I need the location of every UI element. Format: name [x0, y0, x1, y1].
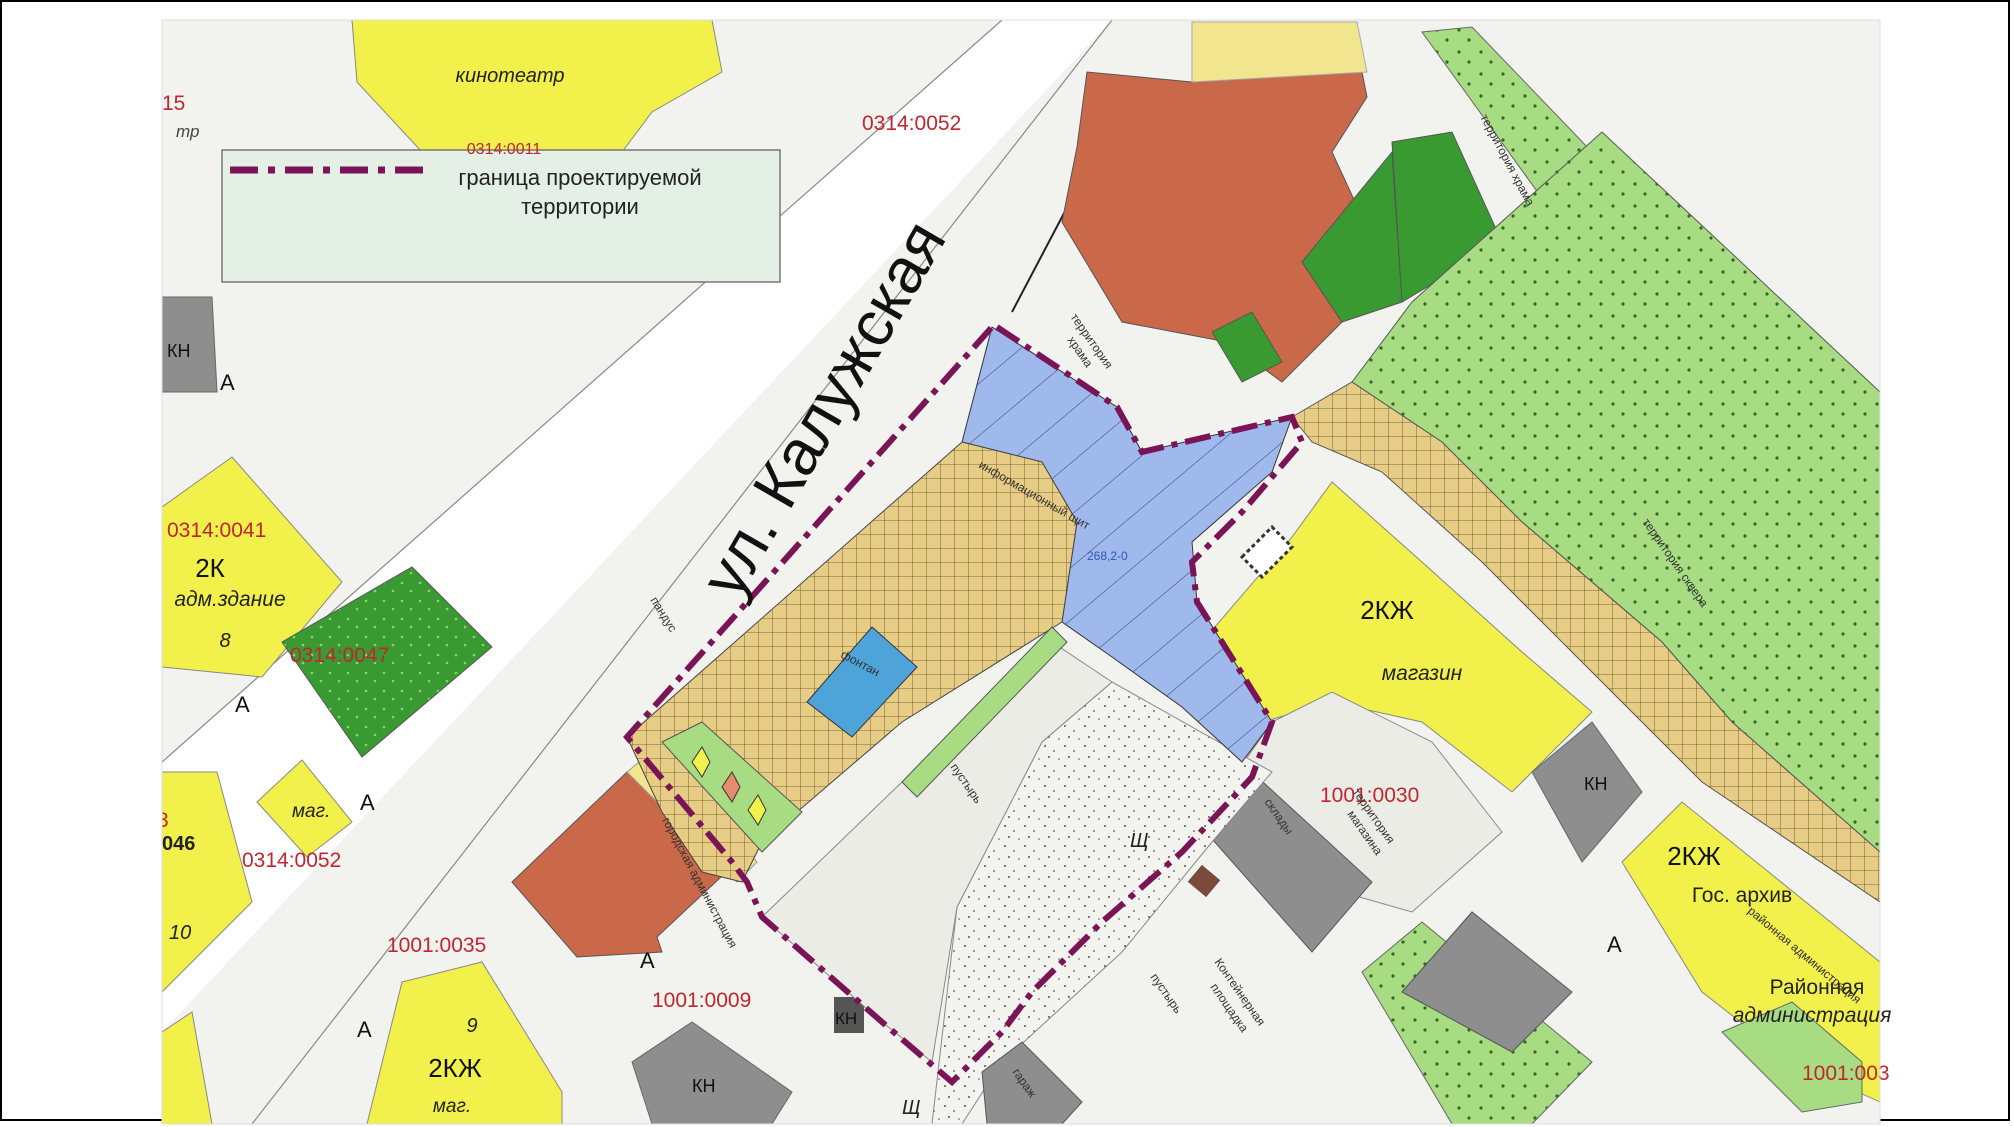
district-admin-line1: Районная — [1770, 976, 1865, 999]
cadastral-3: 3 — [157, 809, 169, 832]
cinema-cadastral: 0314:0011 — [467, 141, 542, 158]
cadastral-1001-0009: 1001:0009 — [652, 989, 751, 1012]
cinema-label: кинотеатр — [456, 65, 565, 87]
level-mark: 268,2-0 — [1087, 549, 1128, 563]
cinema-building — [351, 20, 723, 153]
kn-label-4: КН — [692, 1076, 715, 1096]
a-label-5: А — [357, 1017, 372, 1042]
legend-box — [221, 149, 781, 283]
mag-number: 9 — [466, 1015, 477, 1037]
cadastral-1001-0035: 1001:0035 — [387, 934, 486, 957]
district-admin-line2: администрация — [1733, 1004, 1892, 1027]
legend-label-line2: территории — [521, 194, 639, 219]
mag-small-building — [256, 759, 353, 858]
adm-floors: 2К — [195, 553, 225, 583]
kn-building-bottom — [631, 1021, 793, 1124]
number-10: 10 — [169, 922, 191, 944]
cadastral-046: 046 — [162, 833, 195, 855]
archive-floors: 2КЖ — [1667, 841, 1721, 871]
garage-building — [981, 1041, 1083, 1124]
a-label-1: А — [220, 370, 235, 395]
kn-building-left — [162, 296, 218, 393]
green-plot-0314-0047 — [281, 566, 493, 758]
archive-name: Гос. архив — [1692, 884, 1792, 907]
adm-building — [162, 456, 343, 678]
building-046 — [162, 771, 253, 993]
adm-number: 8 — [219, 630, 230, 652]
mag-small-label: маг. — [292, 801, 330, 822]
kiosk-building — [1401, 911, 1573, 1053]
cadastral-0314-0041: 0314:0041 — [167, 519, 266, 542]
mag-building-9 — [366, 961, 563, 1124]
cadastral-15: 15 — [162, 92, 185, 115]
shch-label-2: Щ — [902, 1097, 920, 1119]
mag-floors: 2КЖ — [428, 1053, 482, 1083]
shop-name: магазин — [1382, 662, 1463, 685]
kn-label-3: КН — [835, 1009, 857, 1028]
cadastral-0314-0052-top: 0314:0052 — [862, 112, 961, 135]
cadastral-0314-0052: 0314:0052 — [242, 849, 341, 872]
mag-name: маг. — [433, 1096, 471, 1117]
adm-name: адм.здание — [174, 588, 285, 611]
project-boundary — [623, 324, 1306, 1087]
a-label-2: А — [235, 692, 250, 717]
a-label-6: А — [1607, 932, 1622, 957]
shch-label: Щ — [1130, 830, 1148, 852]
shop-floors: 2КЖ — [1360, 595, 1414, 625]
kn-building-right — [1531, 721, 1643, 863]
a-label-4: А — [640, 948, 655, 973]
cadastral-1001-003: 1001:003 — [1802, 1062, 1890, 1085]
kn-label-2: КН — [1584, 774, 1607, 794]
fountain — [806, 626, 918, 738]
street-band — [162, 20, 1112, 1032]
cadastral-1001-0030: 1001:0030 — [1320, 784, 1419, 807]
legend-label-line1: граница проектируемой — [458, 165, 701, 190]
cadastral-0314-0047: 0314:0047 — [290, 644, 389, 667]
tr-mark: тр — [176, 122, 199, 141]
a-label-3: А — [360, 790, 375, 815]
kn-label-1: КН — [167, 341, 190, 361]
